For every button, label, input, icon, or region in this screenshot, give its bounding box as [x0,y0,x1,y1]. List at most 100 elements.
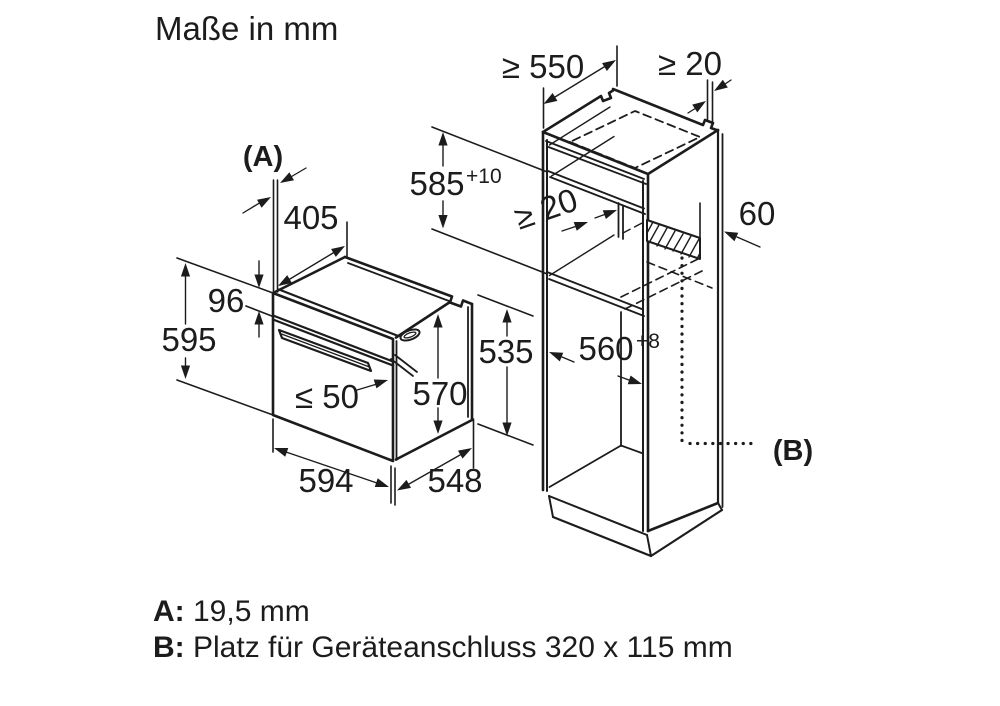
top-panel-line-2 [547,146,647,185]
shelf2-depth-line [548,234,615,277]
dim-label-20-top: ≥ 20 [658,45,722,82]
dim-label-595: 595 [161,321,216,358]
oven-side-grip-cutout [399,328,421,342]
dim-50-ref-line-1 [390,358,414,377]
plinth-back-edge [717,502,723,511]
dim-50-leader [356,383,378,391]
dim-label-570: 570 [412,375,467,412]
oven-control-panel-line-1 [271,314,395,363]
oven-door-handle-inner-line [280,333,371,368]
dim-rear-gap-top: ≥ 20 [658,45,732,125]
dim-535: 535 [477,294,534,446]
plinth-bottom-edge [551,515,653,558]
dim-570: 570 [412,314,468,434]
dim-405: 405 [275,199,348,290]
cabinet-drawing [541,87,759,558]
dim-535-ext-bottom [477,423,534,446]
oven-top-front-edge [277,288,399,337]
dim-label-96: 96 [208,282,245,319]
dim-niche-width-560: 560 +8 [547,330,660,389]
dim-550-line [554,66,605,98]
oven-top-left-edge [271,255,347,295]
dim-548: 548 [394,418,483,499]
dim-50-ref-line-2 [394,354,418,373]
dim-535-ext-top [477,294,534,317]
dim-96: 96 [176,257,274,338]
cabinet-right-bottom-edge [646,501,720,533]
dim-20-top-leader-left [687,107,697,114]
dim-595: 595 [161,263,274,416]
dim-560-leader-left [561,356,575,363]
plinth-top-edge [548,495,648,536]
floor-depth-edge [548,444,622,488]
oven-door-face [271,291,395,463]
note-a-value: 19,5 mm [193,595,310,628]
dim-handle-50: ≤ 50 [295,354,418,415]
dim-label-a: (A) [243,141,283,173]
dim-label-b: (B) [773,435,813,467]
dim-60-leader [736,236,761,248]
hidden-edge-dashed-1 [646,261,713,289]
cabinet-top-right-edge [646,128,720,176]
shelf1-line-2 [549,176,646,215]
dim-594: 594 [272,418,396,506]
hidden-edge-dashed-3 [624,270,703,310]
dim-label-535: 535 [478,333,533,370]
dim-585-ext-top [431,126,547,173]
dim-595-ext-bottom [176,379,274,416]
dim-label-560: 560 [578,330,633,367]
hidden-edge-dashed-4 [622,220,646,234]
plinth-corner-edge [646,534,652,557]
dim-label-585: 585 [409,165,464,202]
dim-label-550: ≥ 550 [502,48,584,85]
hidden-edge-dashed-2 [620,258,699,298]
dim-594-line [285,451,378,484]
cabinet-top-back-edge [611,87,720,132]
dim-label-560-tolerance: +8 [636,330,660,353]
top-panel-line-1 [545,140,645,180]
floor-back-edge [620,444,644,455]
oven-side-grip-inner [403,331,417,339]
dim-560-leader-right [617,375,630,381]
top-compartment-depth-line [548,106,611,146]
dim-label-594: 594 [298,462,353,499]
dim-20-mid-leader-2 [594,213,607,219]
footnotes: A: 19,5 mm B: Platz für Geräteanschluss … [153,595,733,664]
dim-label-585-tolerance: +10 [466,165,502,188]
hatch-outline [646,219,701,260]
diagram-title: Maße in mm [155,10,338,47]
oven-control-panel-line-2 [271,318,395,367]
dim-label-60: 60 [739,195,776,232]
oven-top-back-edge [343,255,474,308]
dim-label-50: ≤ 50 [295,378,359,415]
dim-rear-gap-mid: ≥ 20 [510,181,619,236]
oven-drawing [271,255,474,463]
shelf2-line-1 [546,271,644,311]
dim-label-405: 405 [283,199,338,236]
dim-connection-60: 60 [699,195,776,248]
note-a-label: A: [153,595,185,628]
note-b-label: B: [153,631,185,664]
oven-top-back-inner-line [347,262,450,302]
dim-gap-a: (A) [242,141,307,293]
dim-20-top-leader-right [724,79,732,85]
dim-405-line [279,246,344,286]
shelf2-line-2 [548,278,645,317]
connection-area-hatch [646,219,701,260]
note-b-value: Platz für Geräteanschluss 320 x 115 mm [193,631,733,664]
shelf1-line-1 [547,170,645,210]
hatch-strokes [646,221,701,260]
dim-96-ext-bottom [245,305,274,318]
dim-niche-height-585: 585 +10 [409,126,547,275]
cabinet-top-cutout-dashed [569,110,701,169]
plinth-left-edge [548,495,554,518]
cabinet-top-left-edge [541,89,615,134]
dim-585-ext-bottom [431,228,547,275]
oven-right-bottom-edge [394,418,474,461]
dim-548-line [408,454,461,485]
plinth-side-bottom-edge [649,508,724,558]
shelf1-depth-line [550,135,615,177]
dim-96-ext-top [176,257,274,294]
